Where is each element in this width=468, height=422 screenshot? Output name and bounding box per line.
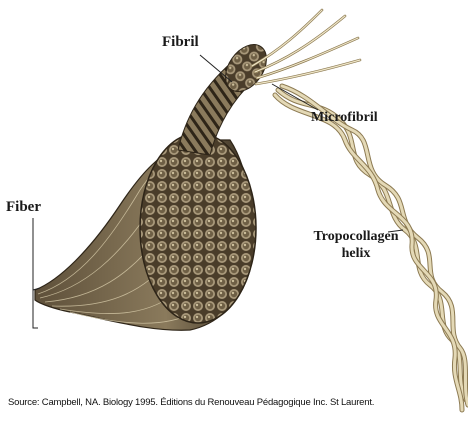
source-caption: Source: Campbell, NA. Biology 1995. Édit… <box>8 397 374 408</box>
microfibril-label: Microfibril <box>311 110 378 126</box>
fiber-leader <box>33 218 38 328</box>
tropocollagen-helix-label: Tropocollagen helix <box>311 228 401 262</box>
microfibril-strands <box>252 10 360 84</box>
fiber-cross-section <box>140 133 256 323</box>
tropocollagen-label-line2: helix <box>311 245 401 262</box>
tropocollagen-label-line1: Tropocollagen <box>311 228 401 245</box>
fiber-label: Fiber <box>6 199 41 216</box>
fibril-label: Fibril <box>162 34 199 51</box>
